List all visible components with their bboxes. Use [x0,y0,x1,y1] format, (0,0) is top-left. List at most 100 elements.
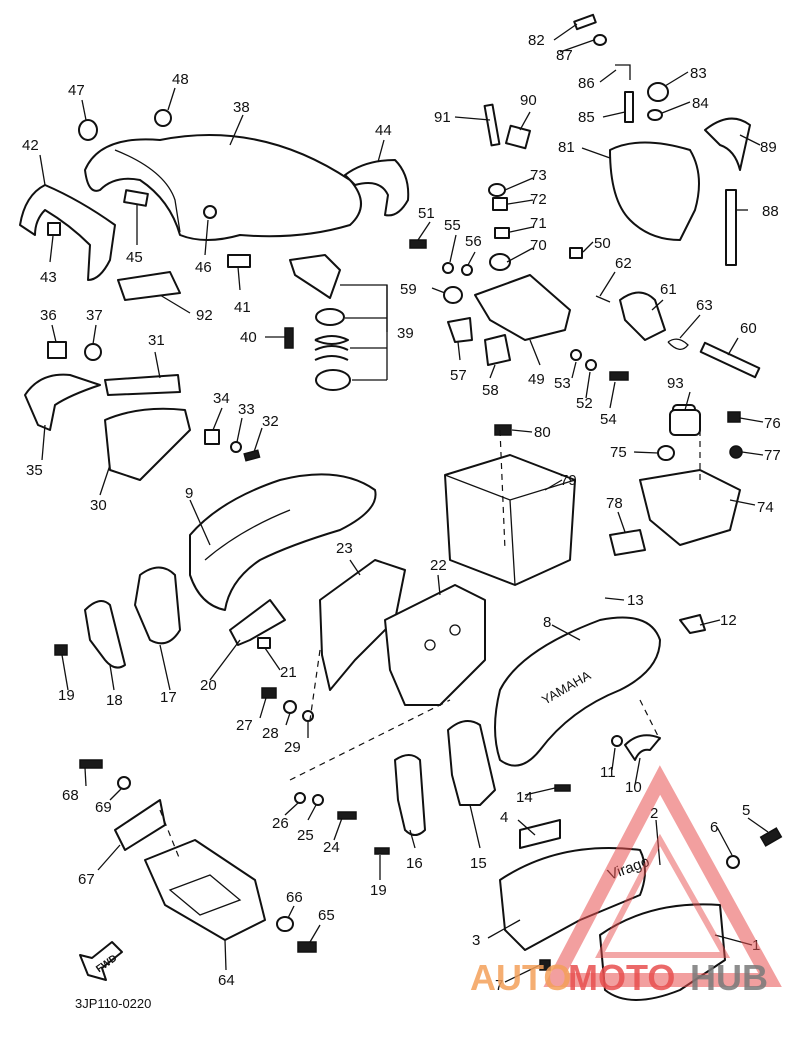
bracket-20-shape [229,599,286,646]
grab-handle-44-shape [344,159,410,217]
callout-52: 52 [576,395,593,412]
cover-15-shape [447,720,496,806]
hose-88-shape [725,189,737,266]
callout-87: 87 [556,47,573,64]
callout-numbers: 1 2 3 4 5 6 7 8 9 10 11 12 13 14 15 16 1… [22,32,781,994]
callout-84: 84 [692,95,709,112]
callout-93: 93 [667,375,684,392]
leader-lines [39,23,769,983]
stay-35-shape [24,373,101,431]
callout-69: 69 [95,799,112,816]
callout-55: 55 [444,217,461,234]
callout-30: 30 [90,497,107,514]
callout-19: 19 [58,687,75,704]
callout-24: 24 [323,839,340,856]
rear-fender-shape [84,134,362,241]
watermark-part2: MOTO [568,957,675,998]
callout-8: 8 [543,614,551,631]
bracket-39-shape [289,254,341,299]
callout-33: 33 [238,401,255,418]
cover-16-shape [394,754,426,836]
callout-76: 76 [764,415,781,432]
part-4-shape [519,819,561,849]
bracket-78-shape [609,529,646,556]
callout-57: 57 [450,367,467,384]
bracket-64-shape [144,839,266,941]
callout-36: 36 [40,307,57,324]
callout-65: 65 [318,907,335,924]
grommet-47-shape [78,119,98,141]
callout-4: 4 [500,809,508,826]
callout-91: 91 [434,109,451,126]
callout-67: 67 [78,871,95,888]
part-10-shape [624,734,661,761]
battery-box-79-shape [444,454,576,586]
callout-92: 92 [196,307,213,324]
callout-54: 54 [600,411,617,428]
callout-73: 73 [530,167,547,184]
callout-43: 43 [40,269,57,286]
grommet-48-shape [154,109,172,127]
bracket-49-shape [474,274,571,341]
callout-88: 88 [762,203,779,220]
callout-51: 51 [418,205,435,222]
watermark-part3: HUB [690,957,768,998]
callout-26: 26 [272,815,289,832]
callout-35: 35 [26,462,43,479]
callout-79: 79 [560,472,577,489]
callout-60: 60 [740,320,757,337]
callout-12: 12 [720,612,737,629]
callout-68: 68 [62,787,79,804]
callout-27: 27 [236,717,253,734]
callout-50: 50 [594,235,611,252]
callout-77: 77 [764,447,781,464]
callout-6: 6 [710,819,718,836]
callout-7: 7 [495,977,503,994]
callout-46: 46 [195,259,212,276]
hinge-61-shape [619,291,666,341]
callout-82: 82 [528,32,545,49]
callout-71: 71 [530,215,547,232]
callout-72: 72 [530,191,547,208]
latch-57-shape [447,317,473,343]
callout-70: 70 [530,237,547,254]
cover-17-shape [134,566,181,645]
callout-85: 85 [578,109,595,126]
callout-10: 10 [625,779,642,796]
callout-90: 90 [520,92,537,109]
callout-17: 17 [160,689,177,706]
callout-18: 18 [106,692,123,709]
callout-29: 29 [284,739,301,756]
callout-53: 53 [554,375,571,392]
side-cover-9-shape [189,473,377,611]
callout-74: 74 [757,499,774,516]
callout-14: 14 [516,789,533,806]
callout-56: 56 [465,233,482,250]
callout-38: 38 [233,99,250,116]
callout-5: 5 [742,802,750,819]
callout-45: 45 [126,249,143,266]
callout-44: 44 [375,122,392,139]
reservoir-81-shape [609,141,700,241]
bracket-74-shape [639,469,741,546]
callout-49: 49 [528,371,545,388]
callout-9: 9 [185,485,193,502]
cover-8-shape [494,616,661,767]
callout-31: 31 [148,332,165,349]
callout-42: 42 [22,137,39,154]
grab-bar-42-shape [19,184,116,281]
callout-40: 40 [240,329,257,346]
callout-39: 39 [397,325,414,342]
callout-21: 21 [280,664,297,681]
part-12-shape [679,614,706,634]
part-shapes: YAMAHA Virago [19,13,783,1001]
callout-61: 61 [660,281,677,298]
fwd-arrow-icon: FWD [79,941,123,981]
watermark-part1: AUTO [470,957,571,998]
callout-20: 20 [200,677,217,694]
watermark-logo: AUTO MOTO HUB [470,765,782,998]
callout-13: 13 [627,592,644,609]
bracket-67-shape [114,799,166,851]
callout-16: 16 [406,855,423,872]
